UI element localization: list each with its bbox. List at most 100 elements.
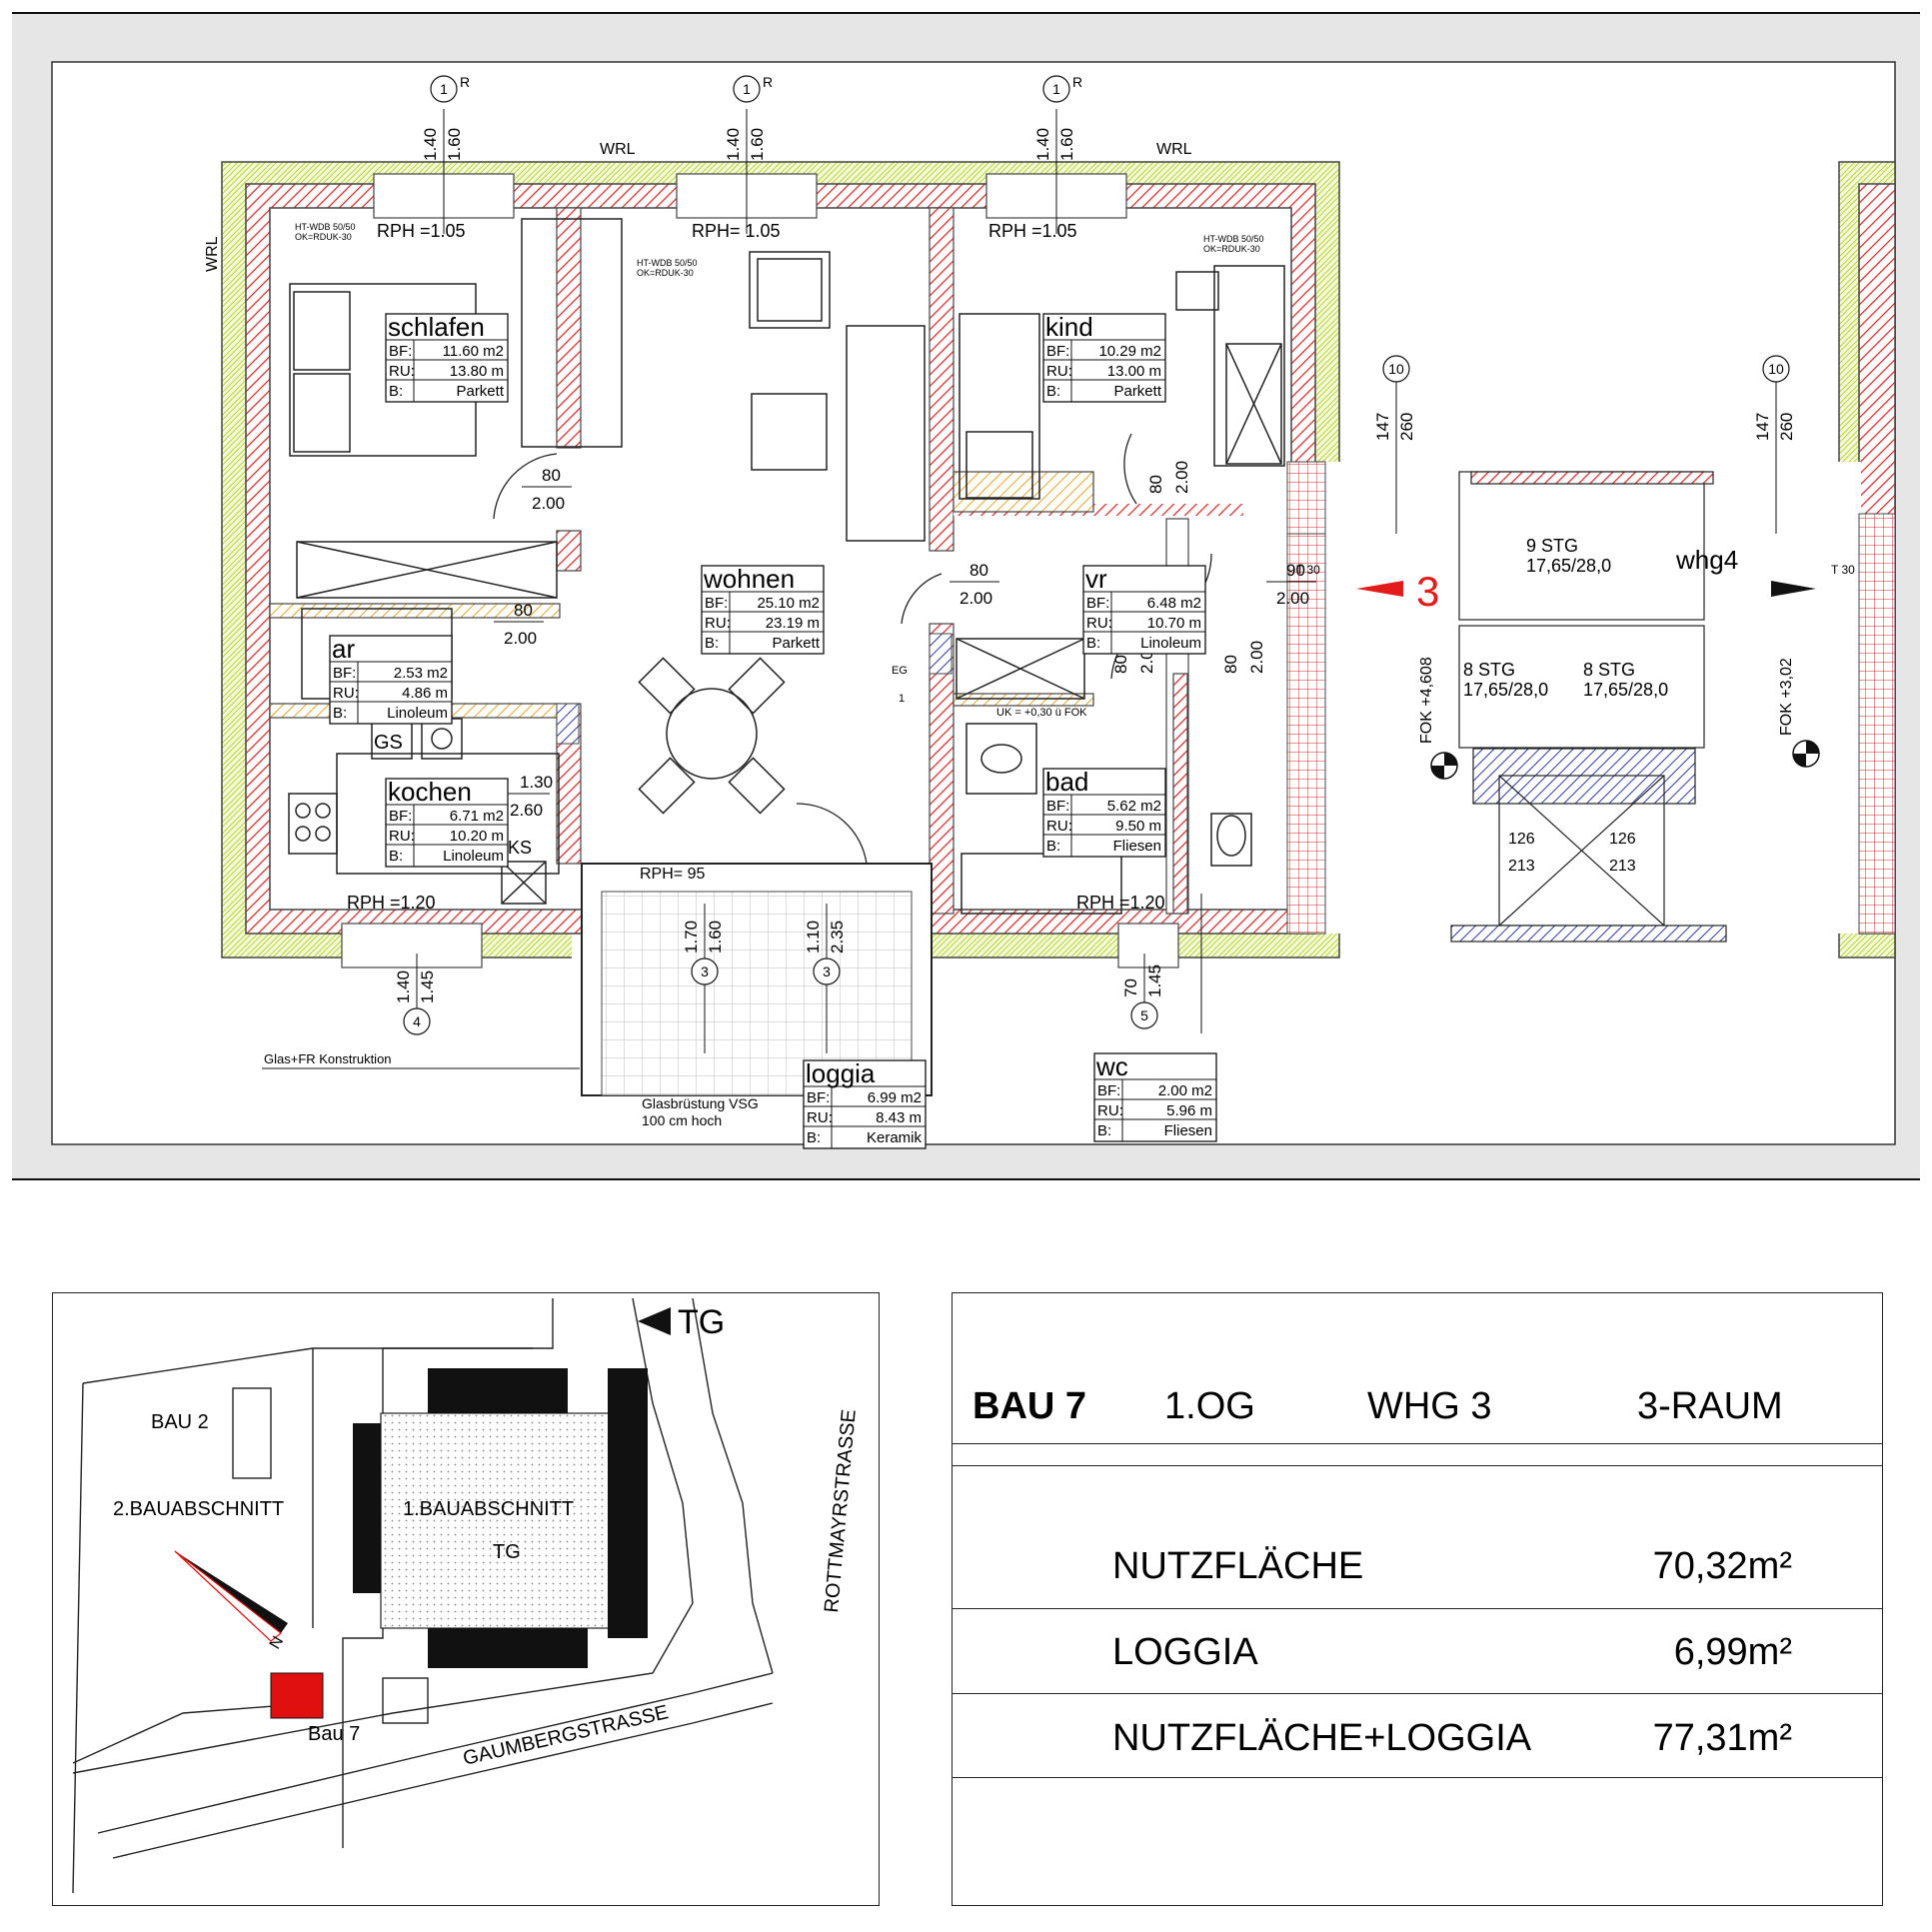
door-height: 2.00 xyxy=(1172,461,1191,494)
door-height: 2.00 xyxy=(532,494,565,513)
info-bau: BAU 7 xyxy=(972,1385,1087,1427)
building-blocks xyxy=(353,1368,648,1668)
room-stamp xyxy=(1042,313,1166,403)
window-dim-2: 1.60 xyxy=(445,128,464,161)
door-height: 2.00 xyxy=(1276,589,1309,608)
room-name: vr xyxy=(1085,564,1107,594)
eg-label: EG xyxy=(892,665,908,677)
stair-label: 17,65/28,0 xyxy=(1583,680,1668,700)
ht-wdb-label: HT-WDB 50/50 xyxy=(295,222,356,232)
apartment-info-panel: BAU 7 1.OG WHG 3 3-RAUM NUTZFLÄCHE 70,32… xyxy=(952,1292,1883,1906)
room-name: kochen xyxy=(388,777,472,807)
stairwell xyxy=(1450,471,1727,943)
window-tag-number: 3 xyxy=(701,964,709,979)
door-height: 2.60 xyxy=(510,801,543,820)
rph-label: RPH =1.20 xyxy=(1076,893,1165,913)
lift-label: 126 xyxy=(1609,831,1636,848)
room-bf-key: BF: xyxy=(705,595,728,612)
apartment-arrow xyxy=(1356,581,1403,597)
info-divider xyxy=(953,1465,1882,1466)
ht-wdb-label: HT-WDB 50/50 xyxy=(637,258,698,268)
room-stamp xyxy=(1042,768,1166,858)
room-name: schlafen xyxy=(388,312,485,342)
window-tag-circle xyxy=(1382,355,1410,383)
window-dim-1: 1.40 xyxy=(1033,128,1052,161)
door-width: 80 xyxy=(1111,655,1130,674)
corridor-area xyxy=(1316,462,1861,934)
shaft-blue xyxy=(556,633,953,745)
info-row-value: 6,99m² xyxy=(1673,1631,1792,1673)
window-tag-suffix: R xyxy=(1072,74,1082,90)
room-ru-value: 4.86 m xyxy=(402,685,448,702)
room-stamp xyxy=(329,635,453,725)
room-bf-key: BF: xyxy=(333,665,356,682)
room-bf-key: BF: xyxy=(389,808,412,825)
room-b-value: Parkett xyxy=(1113,383,1161,400)
north-arrow xyxy=(175,1551,288,1633)
room-stamp xyxy=(385,313,509,403)
room-bf-value: 2.00 m2 xyxy=(1158,1082,1212,1099)
window-tag-number: 1 xyxy=(743,81,751,97)
room-stamp xyxy=(1093,1052,1217,1142)
stair-label: 8 STG xyxy=(1583,660,1635,680)
room-bf-value: 25.10 m2 xyxy=(757,595,820,612)
eg-one-label: 1 xyxy=(899,693,905,705)
room-bf-value: 6.48 m2 xyxy=(1147,595,1201,612)
ht-wdb-label: HT-WDB 50/50 xyxy=(1203,234,1264,244)
window-tag-circle xyxy=(813,958,841,985)
window-tag-number: 1 xyxy=(1052,81,1060,97)
room-b-value: Linoleum xyxy=(387,705,448,722)
room-b-value: Keramik xyxy=(867,1129,923,1146)
room-bf-key: BF: xyxy=(1086,595,1109,612)
window-dim-2: 1.60 xyxy=(706,921,725,954)
t30-label: T 30 xyxy=(1296,563,1320,577)
window-dim-1: 1.40 xyxy=(421,128,440,161)
gs-label: GS xyxy=(374,732,403,754)
window-dim-2: 1.45 xyxy=(1145,965,1164,997)
rph-label: RPH =1.05 xyxy=(988,221,1077,241)
room-name: kind xyxy=(1045,312,1093,342)
whg4-arrow xyxy=(1771,581,1816,597)
info-divider xyxy=(953,1443,1882,1444)
ht-wdb-label: OK=RDUK-30 xyxy=(637,268,694,278)
info-row-value: 77,31m² xyxy=(1652,1717,1792,1759)
room-b-key: B: xyxy=(807,1129,821,1146)
door-width: 1.30 xyxy=(520,773,553,792)
ht-wdb-label: OK=RDUK-30 xyxy=(1203,244,1260,254)
stair-label: 17,65/28,0 xyxy=(1463,680,1548,700)
room-name: bad xyxy=(1045,767,1088,797)
room-bf-key: BF: xyxy=(1046,343,1069,360)
room-ru-key: RU: xyxy=(333,685,359,702)
door-height: 2.00 xyxy=(504,629,537,648)
window-dim-1: 1.10 xyxy=(804,921,823,954)
room-name: ar xyxy=(332,634,355,664)
room-bf-value: 6.71 m2 xyxy=(450,808,504,825)
room-stamp xyxy=(1082,565,1206,655)
room-bf-key: BF: xyxy=(807,1089,830,1106)
ht-wdb-label: OK=RDUK-30 xyxy=(295,232,352,242)
site-bau2-label: BAU 2 xyxy=(151,1411,209,1433)
info-rooms: 3-RAUM xyxy=(1637,1385,1783,1427)
window-dim-1: 1.40 xyxy=(724,128,743,161)
window-tag-number: 4 xyxy=(413,1013,421,1029)
room-b-key: B: xyxy=(333,705,347,722)
site-bau7-label: Bau 7 xyxy=(308,1723,360,1745)
room-b-value: Parkett xyxy=(772,635,820,652)
room-bf-value: 11.60 m2 xyxy=(443,343,504,360)
window-tag-circle xyxy=(430,75,458,103)
site-plan-panel: TG BAU 2 2.BAUABSCHNITT 1.BAUABSCHNITT T… xyxy=(52,1292,880,1906)
stair-label: 8 STG xyxy=(1463,660,1515,680)
glasbruestung-label: 100 cm hoch xyxy=(642,1112,722,1128)
room-ru-key: RU: xyxy=(807,1109,833,1126)
room-ru-value: 9.50 m xyxy=(1115,818,1161,835)
room-ru-value: 13.80 m xyxy=(450,363,504,380)
room-stamp xyxy=(701,565,825,655)
window-dim-1: 147 xyxy=(1753,413,1772,441)
rph-label: RPH= 1.05 xyxy=(692,221,781,241)
lift-label: 126 xyxy=(1508,831,1535,848)
window-tag-number: 3 xyxy=(823,964,831,979)
loggia-area xyxy=(581,863,933,1096)
whg4-label: whg4 xyxy=(1675,545,1738,575)
info-divider xyxy=(953,1693,1882,1694)
